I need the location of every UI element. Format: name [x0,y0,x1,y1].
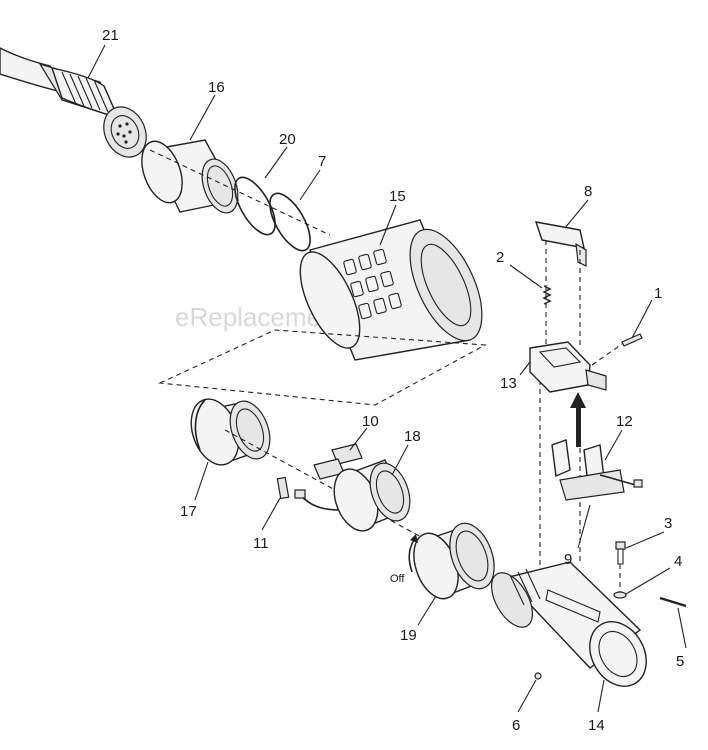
label-2: 2 [496,249,504,266]
part-7-o-ring [269,192,311,252]
label-19: 19 [400,627,417,644]
label-20: 20 [279,131,296,148]
part-8-trigger-cap [534,221,587,267]
part-2-spring [542,285,552,305]
label-15: 15 [389,188,406,205]
part-1-pin [621,333,643,347]
up-arrow [570,392,586,447]
label-7: 7 [318,153,326,170]
label-12: 12 [616,413,633,430]
part-3-screw [615,541,626,565]
part-17-ring [190,398,271,466]
label-9: 9 [564,551,572,568]
label-16: 16 [208,79,225,96]
leader-lines [87,44,687,713]
label-1: 1 [654,285,662,302]
label-8: 8 [584,183,592,200]
part-14-main-body [490,561,647,687]
label-14: 14 [588,717,605,734]
label-6: 6 [512,717,520,734]
part-15-vented-housing [299,219,483,361]
part-18-switch-ring [294,459,411,532]
label-5: 5 [676,653,684,670]
part-6-ball [534,672,542,680]
off-marking: Off [390,573,405,585]
label-21: 21 [102,27,119,44]
part-20-o-ring [234,176,276,236]
part-21-cable-connector [0,47,147,158]
part-10-contact-tab [313,443,363,480]
part-19-switch-collar [408,522,495,600]
label-10: 10 [362,413,379,430]
part-11-pad [276,476,290,500]
label-17: 17 [180,503,197,520]
label-18: 18 [404,428,421,445]
part-5-pin [659,596,687,608]
label-4: 4 [674,553,682,570]
part-16-sleeve [141,139,240,214]
label-3: 3 [664,515,672,532]
part-4-washer [613,591,627,599]
label-13: 13 [500,375,517,392]
label-11: 11 [253,535,269,552]
part-13-switch-carrier [529,341,607,393]
part-12-switch-assembly [551,439,643,501]
